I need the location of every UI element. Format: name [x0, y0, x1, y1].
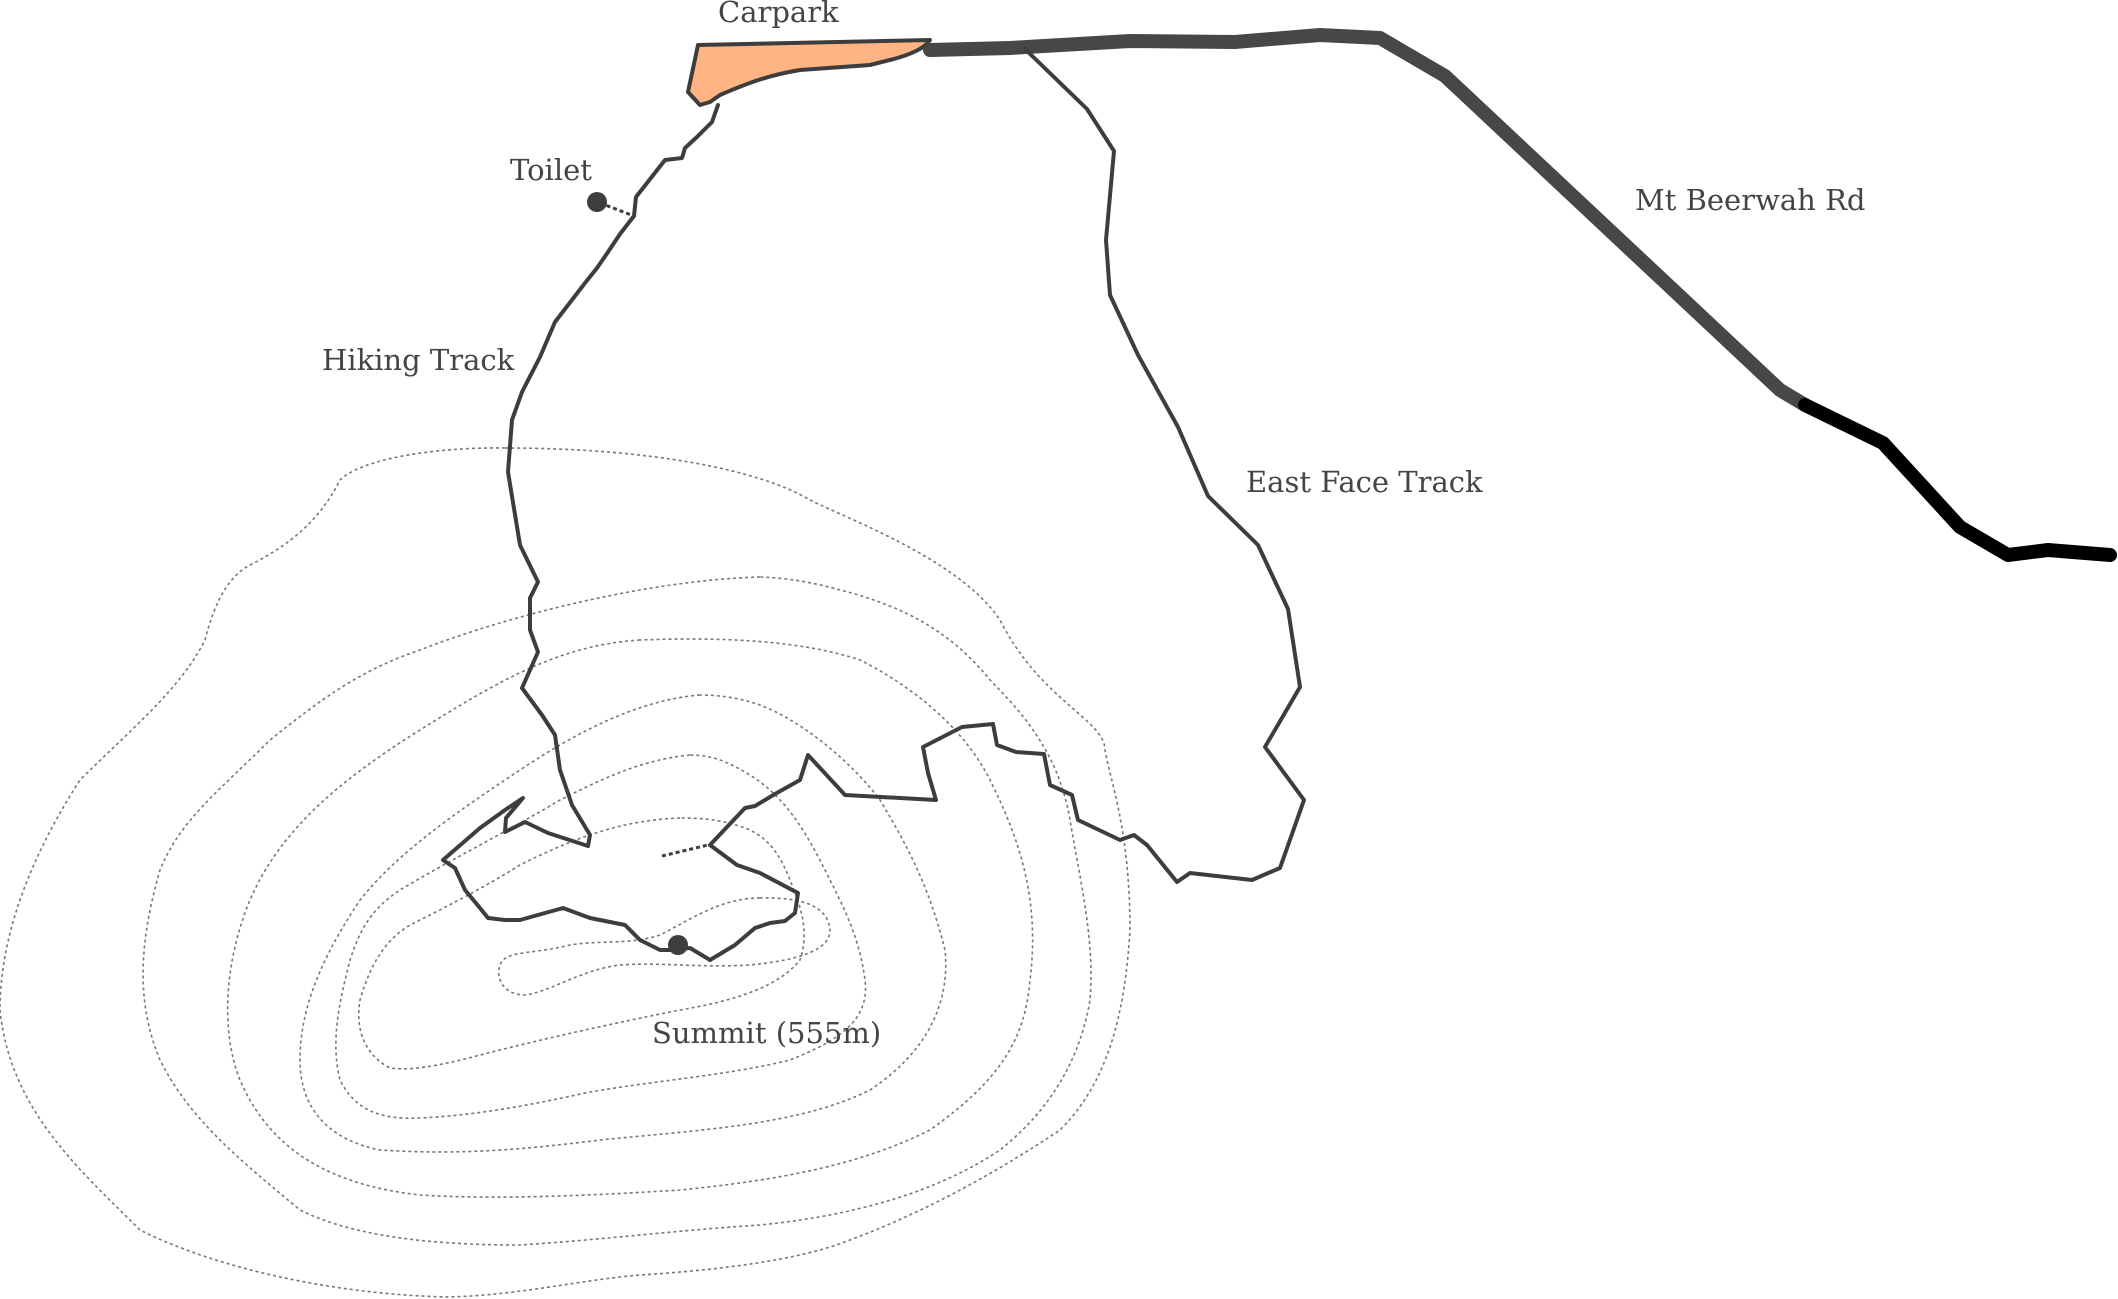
road-label: Mt Beerwah Rd: [1635, 183, 1865, 217]
contour-line: [335, 754, 867, 1120]
hiking-track-label: Hiking Track: [322, 343, 515, 377]
summit-spur: [661, 843, 709, 858]
contour-lines: [0, 447, 1131, 1298]
toilet-spur: [599, 201, 635, 218]
toilet-label: Toilet: [510, 153, 592, 187]
contour-line: [299, 694, 947, 1153]
mt-beerwah-rd: [923, 28, 2117, 562]
contour-line: [142, 576, 1092, 1246]
toilet-marker-icon: [587, 192, 607, 212]
contour-line: [226, 638, 1034, 1198]
contour-line: [0, 447, 1131, 1298]
contour-line: [498, 897, 831, 996]
summit-label: Summit (555m): [652, 1016, 881, 1050]
summit-marker-icon: [668, 935, 688, 955]
east-face-track-label: East Face Track: [1246, 465, 1483, 499]
carpark-area: [686, 38, 932, 107]
road-line: [923, 28, 1812, 412]
contour-line: [358, 817, 805, 1070]
road-line-far: [1798, 398, 2117, 562]
carpark-label: Carpark: [718, 0, 839, 29]
